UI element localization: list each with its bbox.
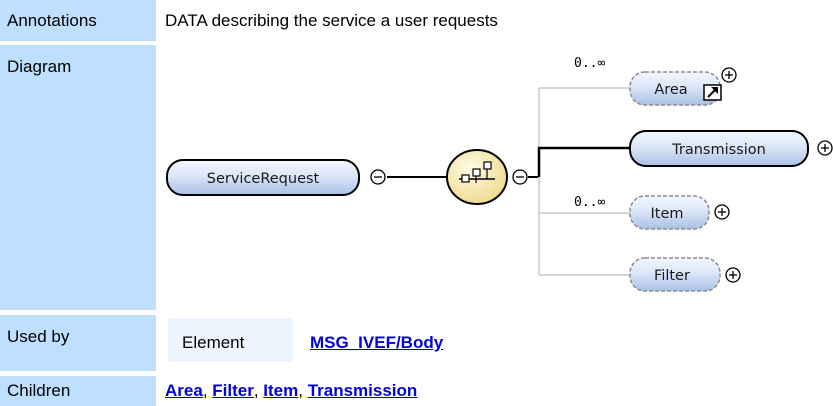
children-label: Children [0,376,156,406]
expand-icon[interactable] [817,140,833,156]
node-transmission[interactable]: Transmission [629,130,809,167]
collapse-icon[interactable] [512,169,528,185]
annotation-text: DATA describing the service a user reque… [165,11,498,30]
expand-icon[interactable] [721,67,737,83]
node-transmission-label: Transmission [671,142,766,158]
expand-icon[interactable] [714,204,730,220]
separator: , [298,381,308,400]
node-area-label: Area [654,82,687,98]
child-link-transmission[interactable]: Transmission [307,381,418,400]
separator: , [202,381,213,400]
node-filter[interactable]: Filter [629,257,721,292]
used-by-link[interactable]: MSG_IVEF/Body [310,333,444,352]
item-multiplicity: 0..∞ [574,195,605,210]
node-area[interactable]: Area [629,71,721,106]
schema-diagram: ServiceRequest 0..∞ Area Transmission [166,56,833,292]
collapse-icon[interactable] [370,169,386,185]
used-by-kind: Element [168,318,293,362]
annotations-label: Annotations [0,0,156,41]
children-links: Area, Filter, Item, Transmission [165,376,417,406]
transmission-connector [537,146,630,177]
expand-icon[interactable] [725,267,741,283]
node-item[interactable]: Item [629,195,710,230]
node-servicerequest-label: ServiceRequest [207,171,320,187]
area-multiplicity: 0..∞ [574,56,605,71]
node-item-label: Item [650,206,683,222]
node-servicerequest[interactable]: ServiceRequest [166,159,360,196]
child-link-item[interactable]: Item [263,381,299,400]
connectors [387,87,630,276]
reference-arrow-icon [703,84,722,101]
child-link-filter[interactable]: Filter [212,381,254,400]
diagram-label: Diagram [0,45,156,310]
child-link-area[interactable]: Area [165,381,203,400]
node-filter-label: Filter [654,268,690,284]
sequence-icon[interactable] [446,149,508,205]
separator: , [253,381,264,400]
used-by-label: Used by [0,315,156,371]
